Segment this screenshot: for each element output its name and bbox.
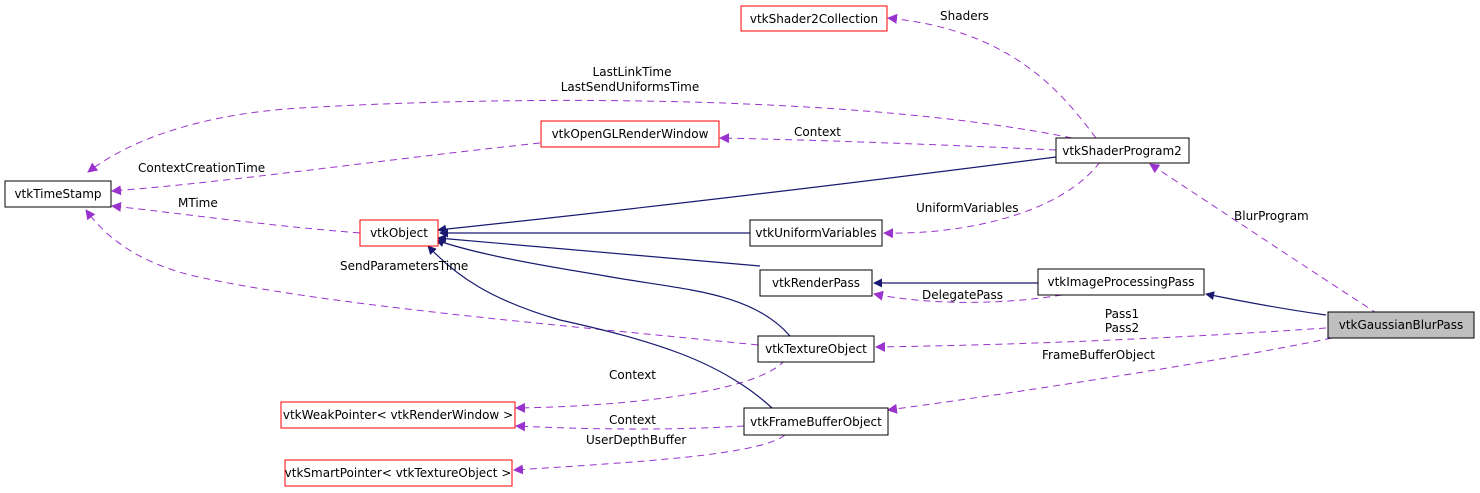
node-label-shader2collection: vtkShader2Collection	[750, 12, 878, 26]
node-label-renderpass: vtkRenderPass	[772, 276, 860, 290]
edge-mtime	[111, 201, 361, 234]
node-label-textureobject: vtkTextureObject	[765, 342, 867, 356]
edge-gaussianblurpass-imageprocessingpass	[1205, 291, 1327, 316]
edge-framebufferobject-object	[427, 245, 773, 409]
edge-label-user-depth-buffer: UserDepthBuffer	[586, 433, 686, 447]
edge-context-fbo	[515, 421, 745, 432]
node-openglrenderwindow[interactable]: vtkOpenGLRenderWindow	[540, 120, 720, 148]
edge-label-mtime: MTime	[178, 196, 218, 210]
edge-pass1-pass2	[875, 327, 1327, 352]
node-smartpointer[interactable]: vtkSmartPointer< vtkTextureObject >	[284, 459, 513, 487]
edge-label-shaders: Shaders	[940, 9, 989, 23]
edge-last-send-uniforms-time	[87, 99, 1073, 173]
edge-label-frame-buffer-object: FrameBufferObject	[1042, 348, 1155, 362]
node-renderpass[interactable]: vtkRenderPass	[759, 269, 873, 297]
node-uniformvariables[interactable]: vtkUniformVariables	[749, 219, 883, 247]
node-object[interactable]: vtkObject	[359, 219, 439, 247]
edge-label-context-shader: Context	[794, 125, 841, 139]
edge-send-parameters-time	[85, 209, 759, 346]
node-imageprocessingpass[interactable]: vtkImageProcessingPass	[1037, 268, 1205, 296]
node-shader2collection[interactable]: vtkShader2Collection	[740, 5, 888, 32]
edge-label-context-fbo: Context	[609, 413, 656, 427]
node-label-weakpointer: vtkWeakPointer< vtkRenderWindow >	[283, 408, 513, 422]
node-label-openglrenderwindow: vtkOpenGLRenderWindow	[552, 127, 709, 141]
edge-label-pass2: Pass2	[1105, 321, 1139, 335]
node-weakpointer[interactable]: vtkWeakPointer< vtkRenderWindow >	[280, 401, 516, 429]
node-label-imageprocessingpass: vtkImageProcessingPass	[1048, 275, 1195, 289]
edge-shaders	[887, 13, 1097, 139]
edge-context-texture	[515, 359, 786, 413]
edge-context-creation-time	[111, 142, 541, 196]
edge-context-shader	[719, 133, 1057, 151]
edge-label-context-texture: Context	[609, 368, 656, 382]
edge-textureobject-object	[435, 238, 791, 337]
edge-label-pass1: Pass1	[1105, 307, 1139, 321]
edge-renderpass-object	[437, 234, 761, 267]
edge-label-last-link-time: LastLinkTime	[593, 65, 672, 79]
node-shaderprogram2[interactable]: vtkShaderProgram2	[1055, 137, 1190, 164]
node-label-timestamp: vtkTimeStamp	[14, 187, 101, 201]
edge-frame-buffer-object	[887, 337, 1333, 414]
edge-label-last-send-uniforms-time: LastSendUniformsTime	[561, 80, 700, 94]
node-label-uniformvariables: vtkUniformVariables	[755, 226, 876, 240]
node-label-smartpointer: vtkSmartPointer< vtkTextureObject >	[285, 466, 512, 480]
edge-label-uniform-variables: UniformVariables	[916, 201, 1019, 215]
node-timestamp[interactable]: vtkTimeStamp	[4, 180, 112, 208]
edge-label-delegate-pass: DelegatePass	[922, 288, 1003, 302]
node-label-framebufferobject: vtkFrameBufferObject	[750, 415, 882, 429]
node-gaussianblurpass[interactable]: vtkGaussianBlurPass	[1327, 311, 1475, 339]
edge-blur-program	[1149, 163, 1379, 315]
edge-delegate-pass	[873, 290, 1063, 303]
node-label-object: vtkObject	[370, 226, 428, 240]
node-label-shaderprogram2: vtkShaderProgram2	[1062, 144, 1182, 158]
edge-label-send-parameters-time: SendParametersTime	[340, 259, 468, 273]
edge-shaderprogram2-object	[437, 156, 1057, 234]
node-framebufferobject[interactable]: vtkFrameBufferObject	[743, 407, 889, 436]
edge-uniform-variables	[883, 161, 1101, 239]
node-label-gaussianblurpass: vtkGaussianBlurPass	[1339, 318, 1463, 332]
node-textureobject[interactable]: vtkTextureObject	[757, 335, 875, 363]
edge-label-blur-program: BlurProgram	[1234, 209, 1309, 223]
edge-user-depth-buffer	[513, 434, 786, 475]
edge-label-context-creation-time: ContextCreationTime	[138, 161, 265, 175]
